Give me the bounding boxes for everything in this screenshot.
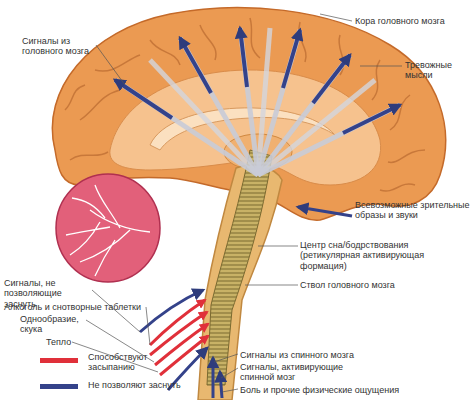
- leader-line: [360, 66, 402, 67]
- leader-line: [214, 354, 238, 362]
- wake-arrow: [212, 358, 215, 398]
- arrow-shaft: [240, 28, 258, 175]
- cerebellum: [56, 174, 160, 282]
- callout-label: Кора головного мозга: [355, 16, 465, 26]
- sulcus-line: [299, 22, 306, 62]
- arbor-vitae: [66, 185, 150, 276]
- sleep-arrow: [150, 300, 205, 345]
- reticular-formation: [207, 150, 272, 385]
- arrow-tip: [180, 38, 211, 93]
- leader-line: [96, 45, 125, 85]
- callout-label: Центр сна/бодрствования (ретикулярная ак…: [300, 240, 470, 271]
- sulcus-line: [65, 85, 85, 110]
- arrow-tip: [343, 105, 400, 133]
- sulcus-line: [380, 184, 415, 191]
- arrow-shaft: [258, 105, 400, 175]
- sulcus-line: [80, 90, 120, 120]
- callout-label: Боль и прочие физические ощущения: [240, 385, 430, 395]
- callout-label: Сигналы из головного мозга: [22, 36, 102, 57]
- leader-line: [320, 14, 352, 21]
- leader-line: [221, 368, 238, 378]
- legend-text: Способствуют засыпанию: [88, 352, 158, 373]
- callout-label: Алкоголь и снотворные таблетки: [4, 302, 154, 312]
- callout-label: Тепло: [46, 337, 86, 347]
- callout-label: Тревожные мысли: [405, 60, 465, 81]
- legend-swatch: [40, 384, 78, 389]
- sulcus-line: [388, 150, 425, 162]
- leader-line: [72, 342, 158, 372]
- arrow-shaft: [115, 80, 258, 175]
- leader-line: [146, 307, 150, 345]
- arrow-tip: [115, 80, 172, 118]
- callout-label: Ствол головного мозга: [300, 280, 430, 290]
- leader-line: [245, 285, 298, 286]
- callout-label: Однообразие, скука: [20, 314, 85, 335]
- legend-swatch: [40, 358, 78, 363]
- arrow-tip: [240, 28, 247, 87]
- callout-label: Всевозможные зрительные образы и звуки: [355, 200, 470, 221]
- leader-line: [222, 389, 238, 392]
- sulcus-line: [200, 25, 216, 60]
- wake-arrow: [140, 290, 203, 332]
- arrow-tip: [283, 30, 300, 88]
- sulcus-line: [250, 18, 260, 58]
- callout-label: Сигналы из спинного мозга: [240, 350, 380, 360]
- arrow-tip: [313, 55, 350, 103]
- sulcus-line: [70, 152, 108, 160]
- legend-text: Не позволяют заснуть: [88, 380, 198, 390]
- wake-arrow: [220, 372, 222, 398]
- leader-line: [258, 246, 298, 247]
- arrow-shaft: [180, 38, 258, 175]
- sulcus-line: [390, 95, 410, 130]
- arrow-shaft: [258, 55, 350, 175]
- arrow-shaft: [258, 30, 300, 175]
- sensory-arrow: [298, 207, 352, 216]
- sulcus-line: [95, 55, 140, 71]
- callout-label: Сигналы, активирующие спинной мозг: [240, 362, 370, 383]
- leader-lines: [72, 14, 402, 392]
